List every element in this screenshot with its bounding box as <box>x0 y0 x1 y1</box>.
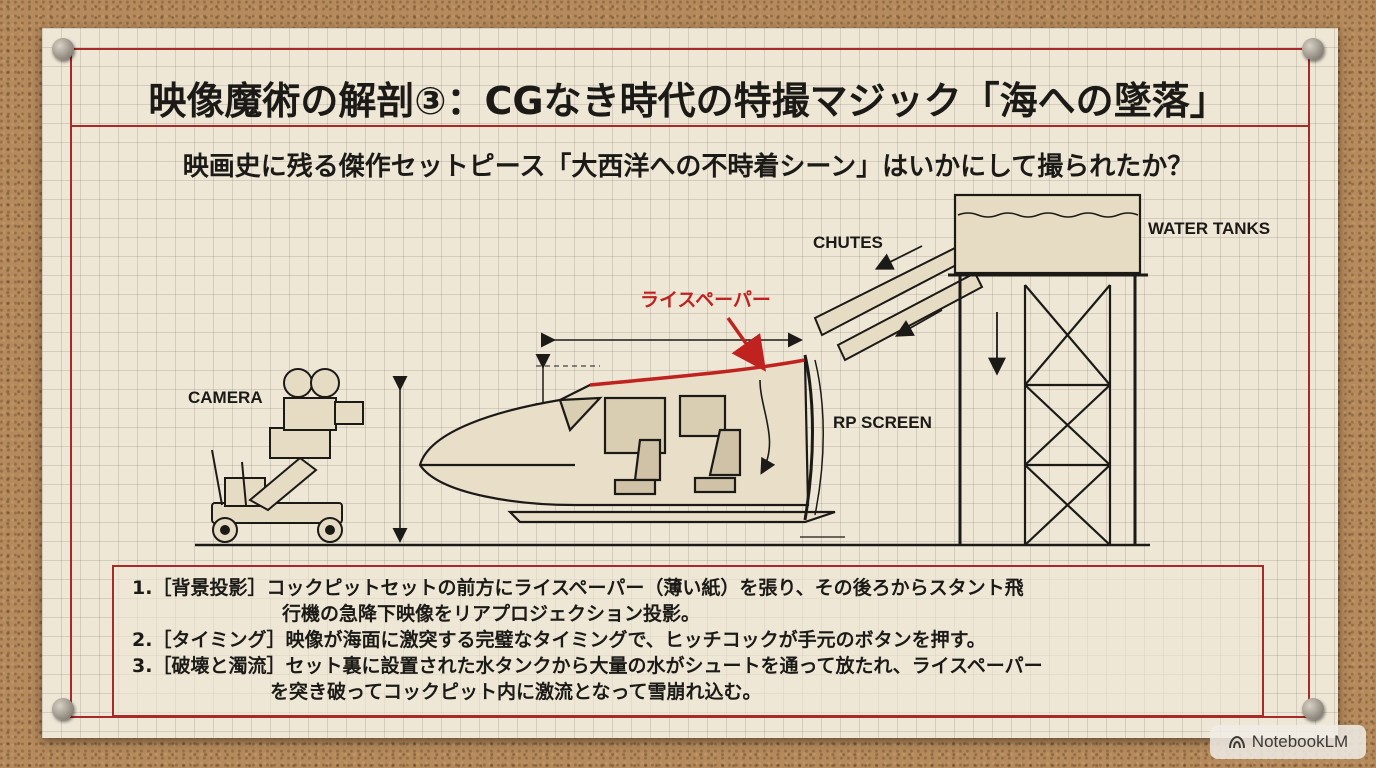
note-line: を突き破ってコックピット内に激流となって雪崩れ込む。 <box>270 681 762 703</box>
notes-box: 1.［背景投影］コックピットセットの前方にライスペーパー（薄い紙）を張り、その後… <box>112 565 1264 717</box>
water-tank-tower-icon <box>948 193 1148 546</box>
notebooklm-icon <box>1228 735 1245 749</box>
red-frame <box>70 48 1310 718</box>
rp-screen-label: RP SCREEN <box>833 413 932 432</box>
water-tanks-label: WATER TANKS <box>1148 219 1270 238</box>
note-line: 1.［背景投影］コックピットセットの前方にライスペーパー（薄い紙）を張り、その後… <box>132 577 1024 599</box>
chutes-label: CHUTES <box>813 233 883 252</box>
page-subtitle: 映画史に残る傑作セットピース「大西洋への不時着シーン」はいかにして撮られたか？ <box>182 152 1194 182</box>
water-chutes-icon <box>813 246 984 362</box>
note-item: 3.［破壊と濁流］セット裏に設置された水タンクから大量の水がシュートを通って放た… <box>132 653 1252 705</box>
camera-dolly-icon <box>211 368 364 543</box>
camera-label: CAMERA <box>188 388 263 407</box>
note-item: 2.［タイミング］映像が海面に激突する完璧なタイミングで、ヒッチコックが手元のボ… <box>132 627 1252 653</box>
pushpin-icon <box>52 698 74 720</box>
rice-paper-label: ライスペーパー <box>640 289 771 311</box>
badge-text: NotebookLM <box>1251 732 1349 751</box>
cockpit-set-icon <box>418 358 836 524</box>
note-line: 2.［タイミング］映像が海面に激突する完璧なタイミングで、ヒッチコックが手元のボ… <box>132 629 986 651</box>
page-title: 映像魔術の解剖③：CGなき時代の特撮マジック「海への墜落」 <box>148 79 1228 123</box>
notebooklm-badge[interactable]: NotebookLM <box>1210 725 1366 759</box>
pushpin-icon <box>1302 38 1324 60</box>
pushpin-icon <box>52 38 74 60</box>
title-divider <box>72 125 1308 127</box>
note-item: 1.［背景投影］コックピットセットの前方にライスペーパー（薄い紙）を張り、その後… <box>132 575 1252 627</box>
note-line: 3.［破壊と濁流］セット裏に設置された水タンクから大量の水がシュートを通って放た… <box>132 655 1043 677</box>
pushpin-icon <box>1302 698 1324 720</box>
note-line: 行機の急降下映像をリアプロジェクション投影。 <box>282 603 701 625</box>
